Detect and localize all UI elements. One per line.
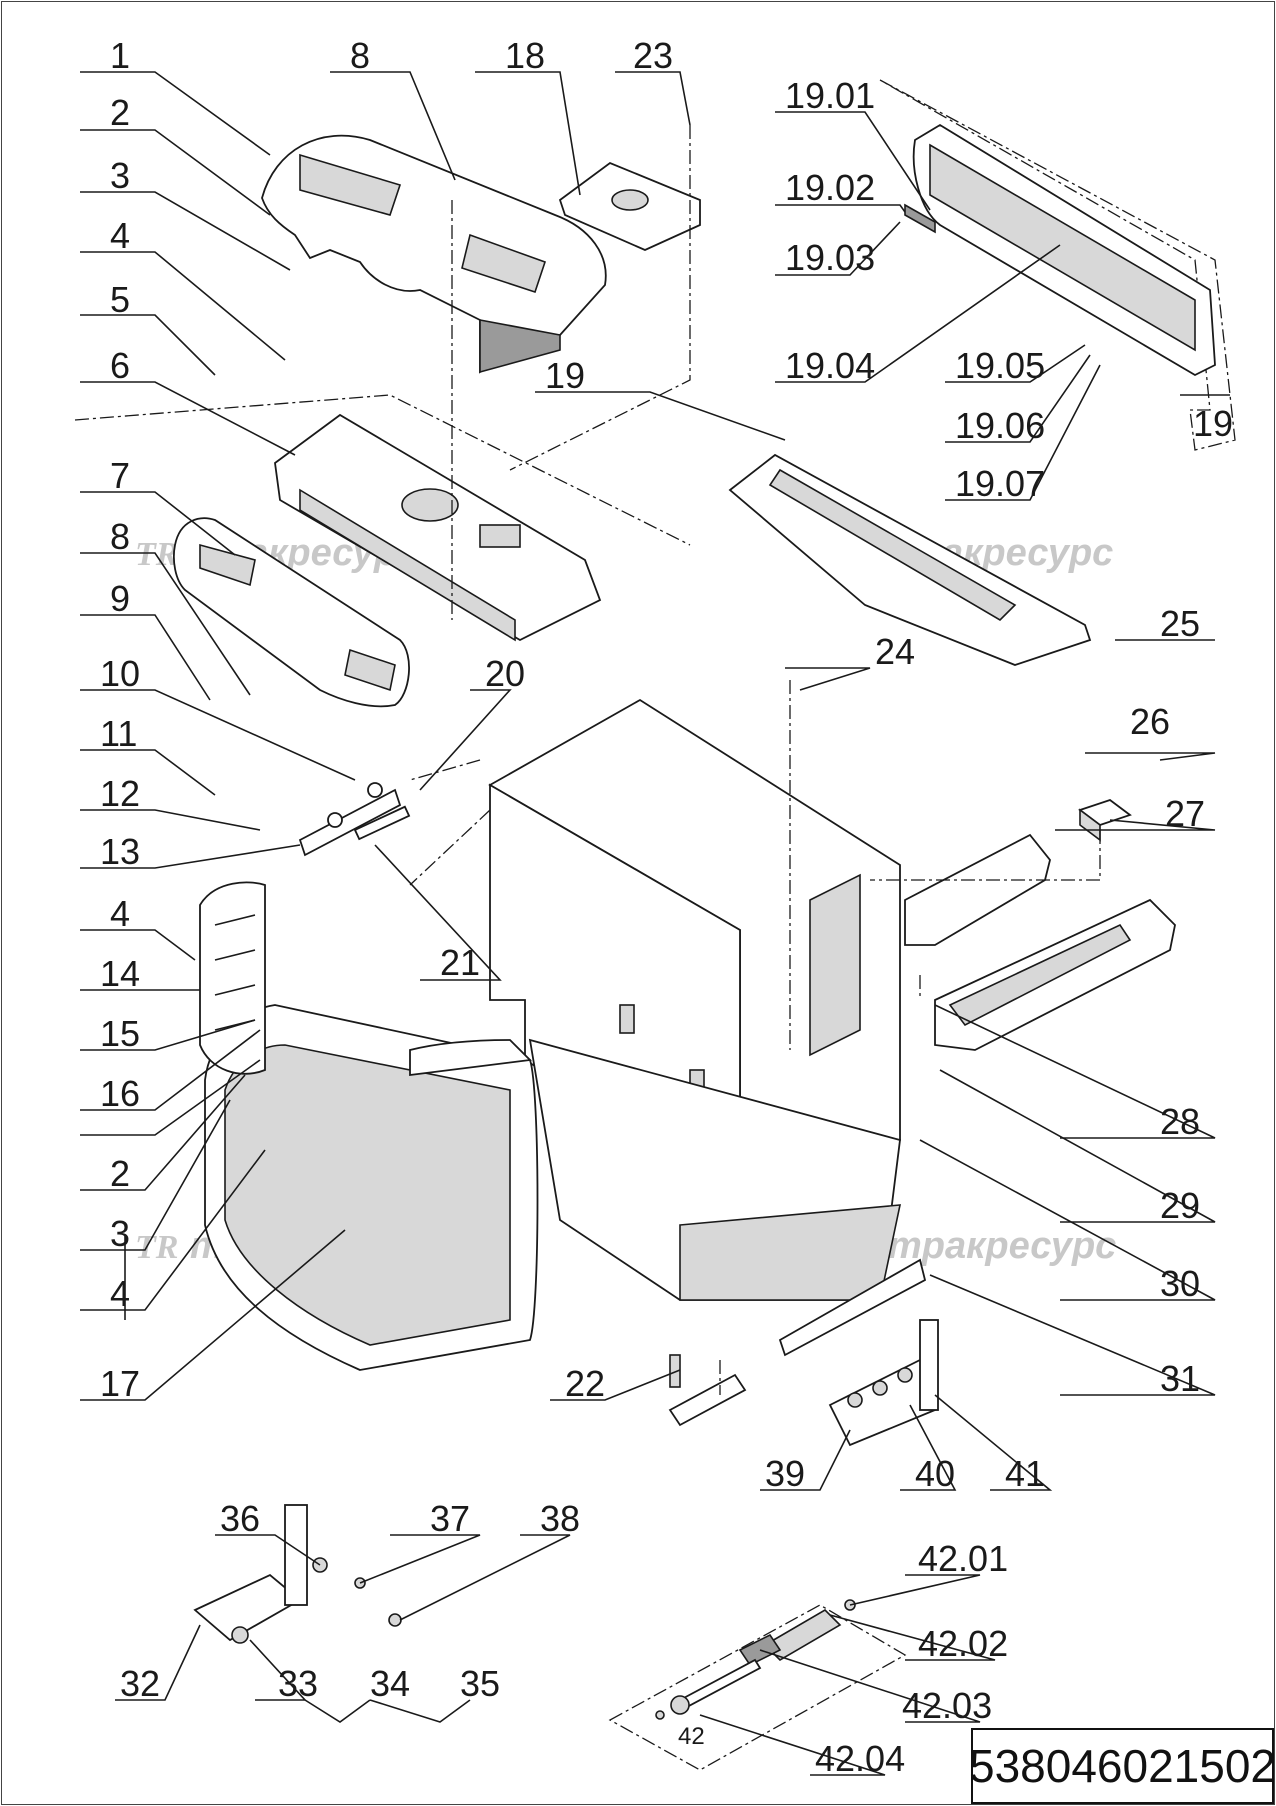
callout-19-01: 19.01 [785, 75, 875, 116]
callout-19-05: 19.05 [955, 345, 1045, 386]
callout-26: 26 [1130, 701, 1170, 742]
callout-19-03: 19.03 [785, 237, 875, 278]
callout-20: 20 [485, 653, 525, 694]
callout-33: 33 [278, 1663, 318, 1704]
callout-42: 42 [678, 1723, 705, 1750]
callout-19-04: 19.04 [785, 345, 875, 386]
callout-28: 28 [1160, 1101, 1200, 1142]
callout-15: 15 [100, 1013, 140, 1054]
callout-16: 16 [100, 1073, 140, 1114]
callout-27: 27 [1165, 793, 1205, 834]
callout-6: 6 [110, 345, 130, 386]
part-17-front-shell [204, 1004, 539, 1371]
callout-3: 3 [110, 155, 130, 196]
callout-19-group: 19 [1193, 403, 1233, 444]
callout-19-06: 19.06 [955, 405, 1045, 446]
callout-19-07: 19.07 [955, 463, 1045, 504]
callout-22: 22 [565, 1363, 605, 1404]
part-19-detail-group [879, 79, 1236, 451]
callout-5: 5 [110, 279, 130, 320]
part-forks [904, 833, 1176, 1051]
callout-41: 41 [1005, 1453, 1045, 1494]
callout-17: 17 [100, 1363, 140, 1404]
callout-24: 24 [875, 631, 915, 672]
callout-12: 12 [100, 773, 140, 814]
leader-lines [80, 71, 1230, 1776]
callout-42-03: 42.03 [902, 1685, 992, 1726]
watermark-logo: TR [135, 1229, 178, 1266]
callout-35: 35 [460, 1663, 500, 1704]
part-32-35-bracket [193, 1504, 402, 1644]
part-39-41-bracket [828, 1319, 939, 1447]
drawing-code: 538046021502 [969, 1740, 1276, 1792]
callout-11: 11 [100, 713, 137, 754]
part-1-top-cover [261, 134, 607, 374]
part-18-cover-plate [558, 161, 701, 251]
callout-2-second: 2 [110, 1153, 130, 1194]
callout-3-second: 3 [110, 1213, 130, 1254]
callout-34: 34 [370, 1663, 410, 1704]
callout-36: 36 [220, 1498, 260, 1539]
callout-19: 19 [545, 355, 585, 396]
callout-32: 32 [120, 1663, 160, 1704]
callout-4-third: 4 [110, 1273, 130, 1314]
callout-21: 21 [440, 942, 480, 983]
callout-4: 4 [110, 215, 130, 256]
callout-9: 9 [110, 578, 130, 619]
part-27-block [1078, 798, 1132, 842]
callout-8-top: 8 [350, 35, 370, 76]
part-22-bracket [668, 1354, 747, 1427]
callout-38: 38 [540, 1498, 580, 1539]
callout-labels: 1 2 3 4 5 6 7 8 9 10 11 12 13 4 14 15 16… [100, 35, 1233, 1779]
part-6-frame-plate [274, 413, 602, 642]
callout-4-second: 4 [110, 893, 130, 934]
callout-23: 23 [633, 35, 673, 76]
part-19-handle-cover [728, 453, 1092, 666]
callout-31: 31 [1160, 1358, 1200, 1399]
part-base-skirt [528, 1038, 902, 1301]
callout-42-04: 42.04 [815, 1738, 905, 1779]
part-31-plate [778, 1258, 927, 1357]
callout-2: 2 [110, 92, 130, 133]
callout-19-02: 19.02 [785, 167, 875, 208]
callout-13: 13 [100, 831, 140, 872]
callout-39: 39 [765, 1453, 805, 1494]
callout-40: 40 [915, 1453, 955, 1494]
part-20-pin-assembly [298, 782, 411, 857]
callout-7: 7 [110, 455, 130, 496]
part-14-guard [199, 881, 266, 1075]
callout-10: 10 [100, 653, 140, 694]
callout-37: 37 [430, 1498, 470, 1539]
watermark-text: тракресурс [888, 1225, 1116, 1267]
part-42-axle [608, 1599, 907, 1771]
callout-18: 18 [505, 35, 545, 76]
callout-42-01: 42.01 [918, 1538, 1008, 1579]
callout-14: 14 [100, 953, 140, 994]
callout-30: 30 [1160, 1263, 1200, 1304]
callout-25: 25 [1160, 603, 1200, 644]
part-7-side-panel [172, 517, 410, 708]
callout-1: 1 [110, 35, 130, 76]
callout-8: 8 [110, 516, 130, 557]
assembly-lines [74, 125, 1101, 1395]
callout-42-02: 42.02 [918, 1623, 1008, 1664]
callout-29: 29 [1160, 1185, 1200, 1226]
drawing-code-box: 538046021502 [969, 1728, 1276, 1804]
